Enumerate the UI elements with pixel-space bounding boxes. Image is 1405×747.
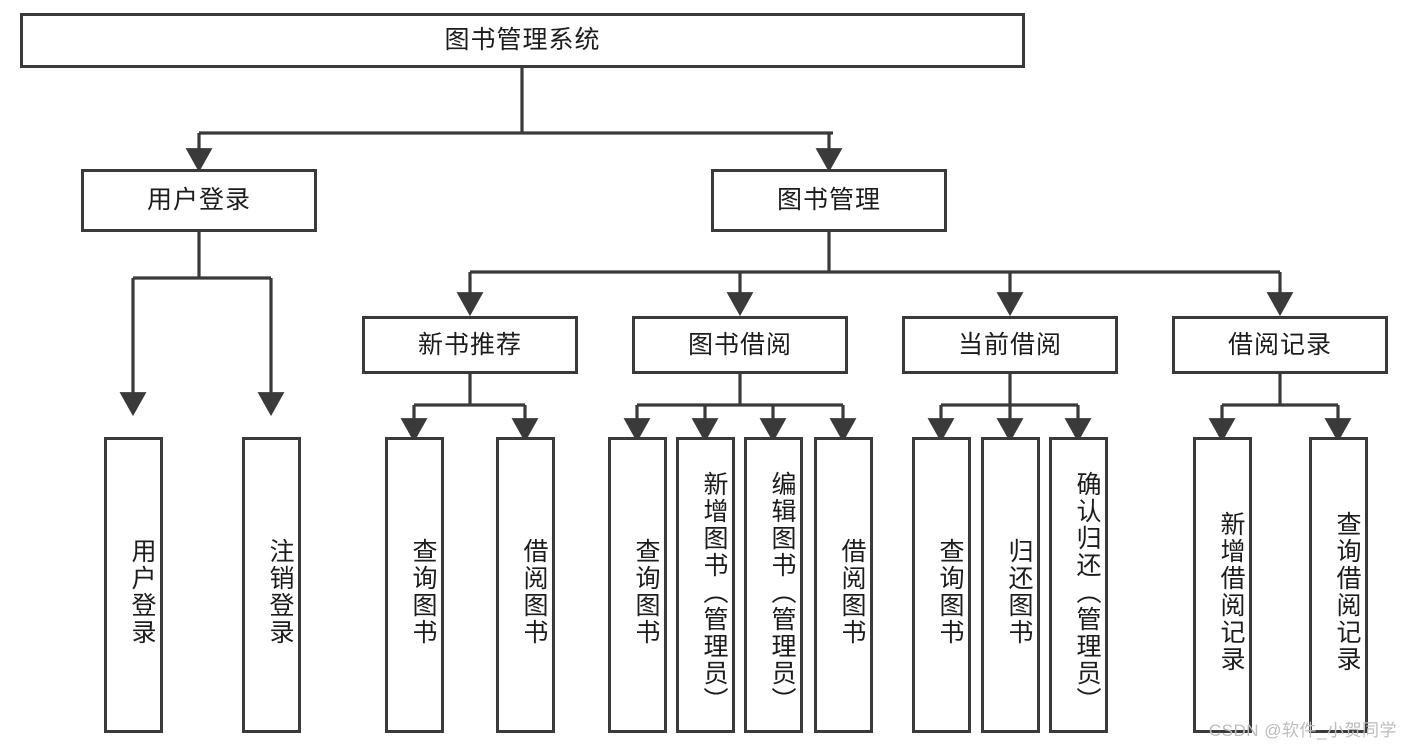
node-label: 借阅图书 [838, 538, 866, 646]
node-label: 查询图书 [409, 538, 437, 646]
node-label: 图书借阅 [687, 330, 792, 359]
node-label: 借阅图书 [520, 538, 548, 646]
node-label: 当前借阅 [957, 330, 1062, 359]
node-root-book-management-system[interactable]: 图书管理系统 [20, 13, 1025, 68]
node-book-borrow[interactable]: 图书借阅 [632, 316, 848, 374]
leaf-user-login-logout[interactable]: 注销登录 [242, 437, 301, 733]
leaf-book-borrow-borrow-book[interactable]: 借阅图书 [814, 437, 873, 733]
leaf-current-borrow-return-book[interactable]: 归还图书 [981, 437, 1040, 733]
node-label: 图书管理系统 [444, 26, 601, 55]
leaf-book-borrow-add-book-admin[interactable]: 新增图书（管理员） [676, 437, 735, 733]
leaf-current-borrow-confirm-return-admin[interactable]: 确认归还（管理员） [1049, 437, 1108, 733]
node-label: 归还图书 [1005, 538, 1033, 646]
node-user-login[interactable]: 用户登录 [81, 169, 317, 232]
leaf-new-book-query-book[interactable]: 查询图书 [385, 437, 444, 733]
node-label: 查询图书 [632, 538, 660, 646]
node-label: 用户登录 [146, 186, 251, 215]
node-label: 新增图书（管理员） [700, 470, 728, 714]
node-new-book-recommend[interactable]: 新书推荐 [362, 316, 578, 374]
node-borrow-record[interactable]: 借阅记录 [1172, 316, 1388, 374]
node-label: 查询图书 [936, 538, 964, 646]
node-label: 新书推荐 [417, 330, 522, 359]
leaf-new-book-borrow-book[interactable]: 借阅图书 [496, 437, 555, 733]
leaf-borrow-record-add-record[interactable]: 新增借阅记录 [1193, 437, 1252, 733]
node-label: 编辑图书（管理员） [768, 470, 796, 714]
node-label: 图书管理 [776, 186, 881, 215]
node-label: 查询借阅记录 [1333, 511, 1361, 673]
leaf-book-borrow-edit-book-admin[interactable]: 编辑图书（管理员） [744, 437, 803, 733]
node-current-borrow[interactable]: 当前借阅 [902, 316, 1118, 374]
leaf-book-borrow-query-book[interactable]: 查询图书 [608, 437, 667, 733]
node-label: 注销登录 [266, 538, 294, 646]
node-label: 确认归还（管理员） [1073, 470, 1101, 714]
leaf-borrow-record-query-record[interactable]: 查询借阅记录 [1309, 437, 1368, 733]
node-book-management[interactable]: 图书管理 [711, 169, 947, 232]
node-label: 借阅记录 [1227, 330, 1332, 359]
leaf-user-login-login[interactable]: 用户登录 [104, 437, 163, 733]
node-label: 用户登录 [128, 538, 156, 646]
leaf-current-borrow-query-book[interactable]: 查询图书 [912, 437, 971, 733]
node-label: 新增借阅记录 [1217, 511, 1245, 673]
